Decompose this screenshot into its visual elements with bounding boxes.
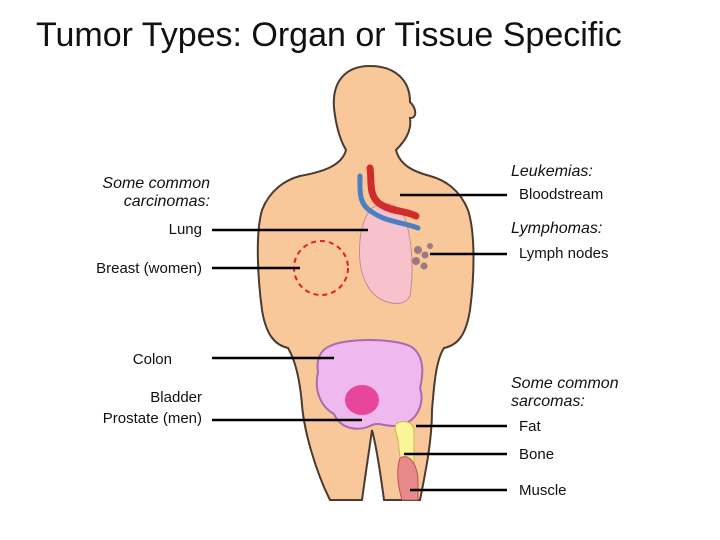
label-bloodstream: Bloodstream: [519, 186, 604, 203]
page-title: Tumor Types: Organ or Tissue Specific: [36, 16, 622, 54]
carcinomas-heading-line1: Some common: [102, 175, 210, 192]
carcinomas-heading: Some common carcinomas:: [102, 175, 210, 211]
label-bladder: Bladder: [150, 389, 202, 406]
organs: [293, 164, 433, 501]
sarcomas-heading: Some common sarcomas:: [511, 375, 619, 411]
label-muscle: Muscle: [519, 482, 567, 499]
artery-shape: [366, 164, 420, 220]
lymph-node: [414, 246, 422, 254]
lymph-node: [420, 262, 428, 270]
bladder-shape: [345, 385, 379, 415]
label-lung: Lung: [168, 221, 202, 238]
label-breast: Breast (women): [96, 260, 202, 277]
lymph-node: [427, 243, 433, 249]
label-prostate: Prostate (men): [102, 410, 202, 427]
label-colon: Colon: [132, 351, 172, 368]
carcinomas-heading-line2: carcinomas:: [123, 193, 210, 210]
leader-lines: [212, 193, 507, 492]
lymph-node: [412, 257, 420, 265]
vein-shape: [357, 173, 421, 231]
intestine-shape: [315, 339, 424, 430]
lymphomas-heading: Lymphomas:: [511, 220, 603, 237]
label-bone: Bone: [519, 446, 555, 463]
sarcomas-heading-line2: sarcomas:: [511, 393, 585, 410]
lymph-node: [421, 251, 429, 259]
leukemias-heading: Leukemias:: [511, 163, 593, 180]
lymph-nodes: [412, 243, 433, 270]
label-lymph-nodes: Lymph nodes: [519, 245, 609, 262]
label-fat: Fat: [519, 418, 541, 435]
sarcomas-heading-line1: Some common: [511, 375, 619, 392]
